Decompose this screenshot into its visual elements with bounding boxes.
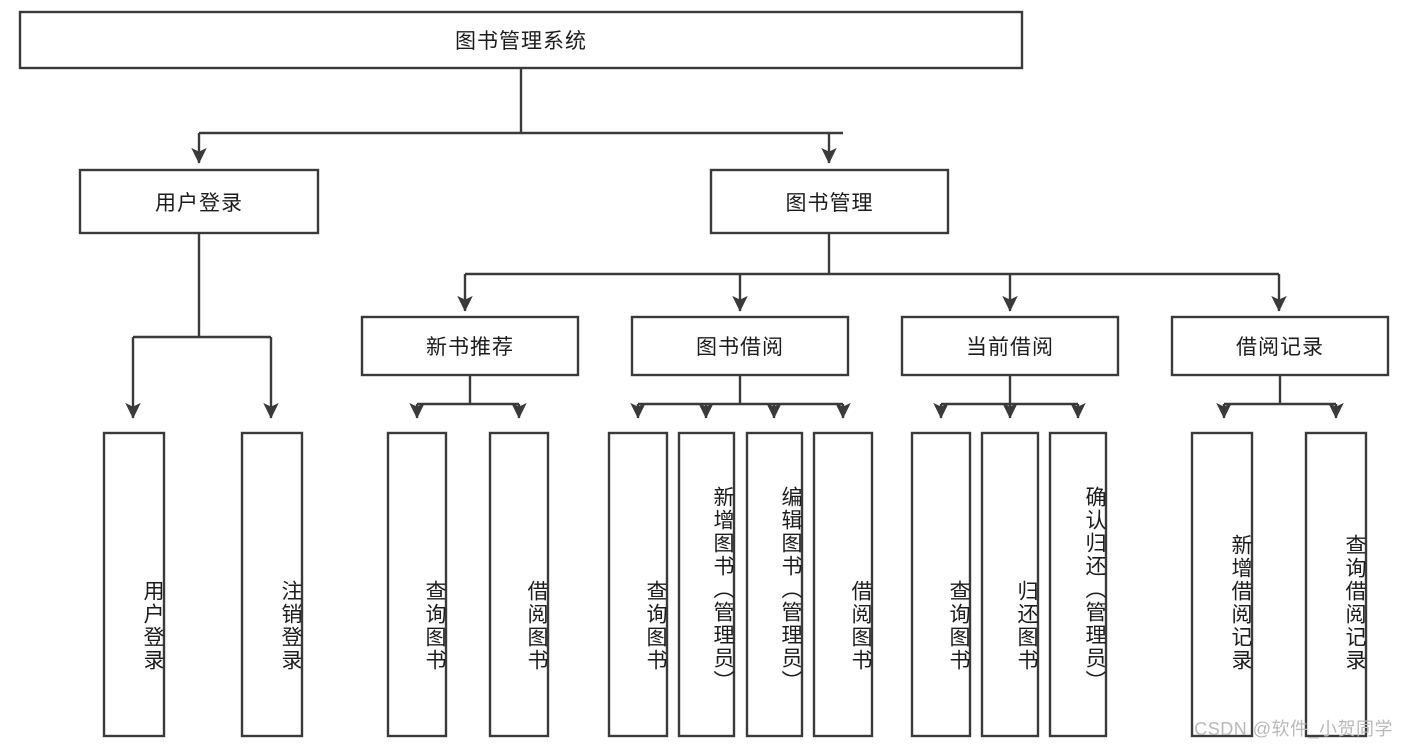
node-box-leaf-return-book[interactable] <box>980 431 1040 738</box>
edges-group <box>125 68 1344 419</box>
node-box-leaf-borrow-book-2[interactable] <box>812 431 874 738</box>
node-box-leaf-add-book[interactable] <box>677 431 736 738</box>
nodes-group <box>18 10 1390 738</box>
node-box-leaf-confirm-return[interactable] <box>1048 431 1108 738</box>
node-box-book-manage[interactable] <box>709 168 950 235</box>
node-box-leaf-user-login[interactable] <box>102 431 166 738</box>
node-box-current-borrow[interactable] <box>900 315 1120 377</box>
node-box-leaf-borrow-book-1[interactable] <box>488 431 550 738</box>
node-box-leaf-query-book-3[interactable] <box>910 431 972 738</box>
node-box-book-borrow[interactable] <box>630 315 850 377</box>
node-box-borrow-record[interactable] <box>1170 315 1390 377</box>
node-box-leaf-user-logout[interactable] <box>240 431 304 738</box>
node-box-new-book-rec[interactable] <box>360 315 580 377</box>
node-box-root[interactable] <box>18 10 1024 70</box>
csdn-watermark: CSDN @软件_小贺同学 <box>1194 719 1393 739</box>
node-box-leaf-query-book-2[interactable] <box>607 431 669 738</box>
node-box-leaf-query-book-1[interactable] <box>386 431 448 738</box>
node-box-leaf-add-record[interactable] <box>1190 431 1254 738</box>
node-box-leaf-query-record[interactable] <box>1304 431 1368 738</box>
node-box-user-login[interactable] <box>78 168 320 235</box>
node-box-leaf-edit-book[interactable] <box>745 431 804 738</box>
